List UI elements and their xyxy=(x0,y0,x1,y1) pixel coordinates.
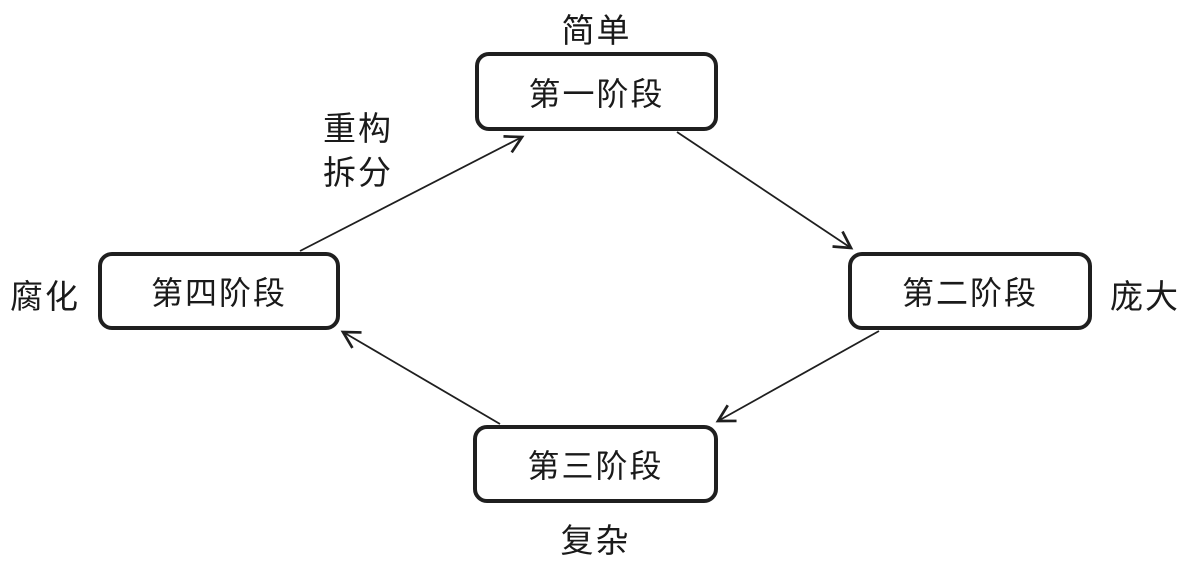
node-stage1: 第一阶段 xyxy=(475,52,718,131)
arrow-stage2-to-stage3 xyxy=(715,330,880,423)
edge-label-line2: 拆分 xyxy=(323,156,393,192)
node-stage2-label: 第二阶段 xyxy=(901,275,1038,311)
annotation-stage1-simple: 简单 xyxy=(561,14,632,50)
node-stage1-label: 第一阶段 xyxy=(528,75,665,112)
edge-label-line1: 重构 xyxy=(323,112,393,148)
node-stage3: 第三阶段 xyxy=(473,425,718,503)
annotation-stage2-huge: 庞大 xyxy=(1110,280,1180,316)
edge-label-refactor-split: 重构 拆分 xyxy=(298,108,418,196)
node-stage2: 第二阶段 xyxy=(848,252,1092,330)
arrow-stage3-to-stage4 xyxy=(340,330,501,425)
node-stage4-label: 第四阶段 xyxy=(150,275,287,311)
node-stage4: 第四阶段 xyxy=(98,252,340,330)
annotation-stage3-complex: 复杂 xyxy=(560,524,631,560)
node-stage3-label: 第三阶段 xyxy=(527,448,664,484)
arrow-stage1-to-stage2 xyxy=(676,131,854,250)
arrow-stage4-to-stage1 xyxy=(299,135,525,252)
annotation-stage4-decayed: 腐化 xyxy=(10,280,80,316)
